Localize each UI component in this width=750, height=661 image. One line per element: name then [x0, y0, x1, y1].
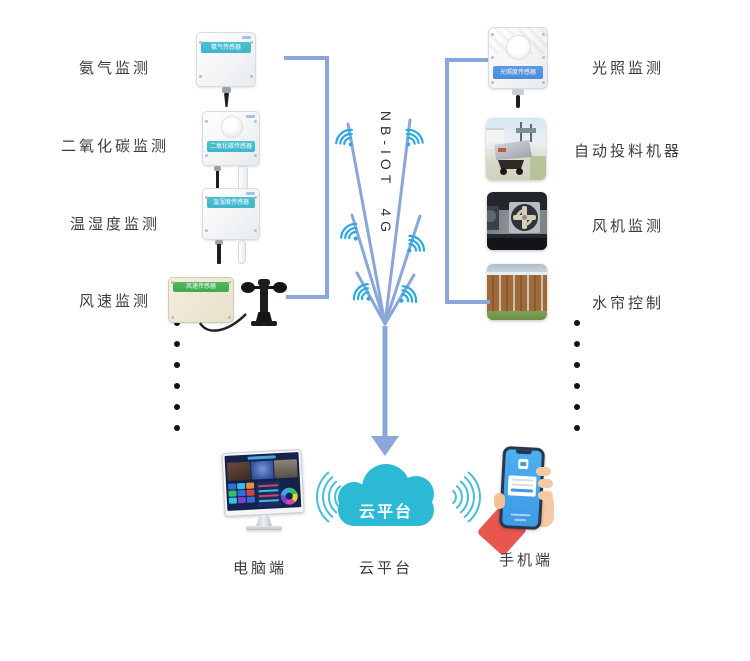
thumb [494, 493, 505, 509]
ammonia-sensor-band-label: 氨气传感器 [201, 42, 251, 53]
cloud-icon: 云平台 [336, 462, 436, 532]
dots-column-left [174, 320, 180, 431]
light-dome [506, 35, 531, 60]
wifi-icon [405, 128, 424, 147]
label-temp-humidity-monitoring: 温湿度监测 [69, 216, 160, 233]
login-button-graphic [510, 488, 533, 493]
label-water-curtain-control: 水帘控制 [591, 295, 664, 312]
anemometer [240, 274, 288, 332]
wind-speed-sensor-image: 风速传感器 [166, 274, 290, 336]
co2-sensor-image: 二氧化碳传感器 [202, 111, 264, 195]
wifi-icon [399, 285, 418, 304]
brand-mark [246, 192, 255, 195]
ammonia-sensor-image: 氨气传感器 [196, 32, 258, 107]
co2-sensor-band-label: 二氧化碳传感器 [207, 141, 255, 152]
phone-body [498, 445, 546, 531]
temp-humidity-band-label: 温湿度传感器 [207, 197, 255, 208]
wifi-icon [340, 222, 358, 241]
brand-mark [242, 36, 251, 39]
label-ammonia-monitoring: 氨气监测 [78, 60, 151, 77]
label-computer-terminal: 电脑端 [232, 560, 287, 577]
network-label-primary: NB-IOT [378, 110, 394, 189]
label-wind-speed-monitoring: 风速监测 [78, 293, 151, 310]
app-logo-icon [518, 458, 529, 470]
feeder-hopper [494, 140, 532, 160]
dots-column-right [574, 320, 580, 431]
light-sensor-image: 光照度传感器 [488, 27, 552, 113]
fan-photo [487, 192, 547, 250]
computer-terminal-image [221, 448, 307, 551]
wifi-icon [407, 234, 426, 253]
dashboard-title-bar [247, 455, 276, 460]
left-bracket-line [284, 56, 329, 299]
dashboard-readouts [255, 481, 282, 508]
auto-feeder-photo [486, 118, 546, 180]
brand-mark [246, 115, 255, 118]
label-auto-feeder: 自动投料机器 [573, 143, 682, 160]
phone-screen [502, 449, 542, 527]
label-cloud-platform: 云平台 [358, 560, 413, 577]
temp-humidity-sensor-image: 温湿度传感器 [202, 188, 264, 266]
monitor-stand-neck [256, 515, 272, 526]
right-bracket-line [445, 58, 490, 304]
wind-sensor-band-label: 风速传感器 [173, 282, 229, 292]
dashboard-donut-chart [280, 487, 299, 506]
label-phone-terminal: 手机端 [498, 552, 553, 569]
cloud-platform-text: 云平台 [358, 504, 413, 521]
phone-terminal-image [476, 445, 570, 557]
wind-cable [198, 313, 247, 332]
wifi-icons [335, 128, 426, 304]
label-fan-monitoring: 风机监测 [591, 218, 664, 235]
dashboard-tiles [227, 482, 256, 508]
login-card [507, 475, 537, 497]
down-arrow-icon [371, 326, 399, 456]
monitor-stand-base [246, 526, 282, 530]
label-co2-monitoring: 二氧化碳监测 [60, 138, 169, 155]
network-label: NB-IOT 4G [376, 109, 394, 239]
signal-waves-right-icon [452, 471, 482, 523]
uplink-fan-lines [346, 118, 422, 326]
monitor-screen [221, 448, 305, 518]
fan-housing [509, 202, 540, 233]
co2-vent [221, 116, 243, 138]
water-curtain-photo [487, 264, 547, 320]
wifi-icon [335, 128, 354, 147]
label-light-monitoring: 光照监测 [591, 60, 664, 77]
network-label-secondary: 4G [378, 208, 394, 238]
light-sensor-band-label: 光照度传感器 [493, 66, 543, 79]
wifi-icon [352, 283, 371, 301]
phone-notch [515, 449, 532, 455]
